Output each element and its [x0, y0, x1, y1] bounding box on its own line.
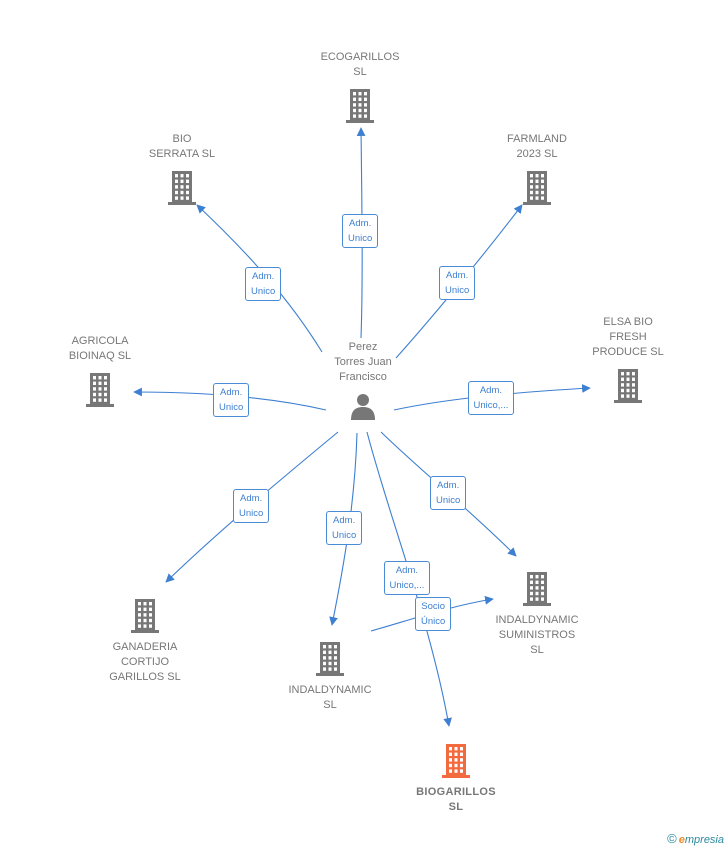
edge-role-label[interactable]: Socio Único	[415, 597, 452, 631]
company-name: AGRICOLA BIOINAQ SL	[68, 335, 132, 362]
building-icon	[131, 599, 159, 633]
edge-role-label[interactable]: Adm. Unico	[430, 476, 467, 510]
edge-role-label[interactable]: Adm. Unico,...	[383, 561, 431, 595]
company-node-farmland[interactable]: FARMLAND 2023 SL	[482, 132, 592, 212]
building-icon	[316, 642, 344, 676]
building-icon	[523, 572, 551, 606]
edge-role-label[interactable]: Adm. Unico	[213, 383, 250, 417]
edge-role-label[interactable]: Adm. Unico,...	[467, 381, 515, 415]
edge-role-label[interactable]: Adm. Unico	[326, 511, 363, 545]
company-node-ganaderia[interactable]: GANADERIA CORTIJO GARILLOS SL	[90, 590, 200, 685]
company-node-ecogarillos[interactable]: ECOGARILLOS SL	[305, 50, 415, 130]
building-icon	[442, 744, 470, 778]
building-icon	[523, 171, 551, 205]
company-name: BIO SERRATA SL	[148, 133, 216, 160]
company-node-indaldynamic-sum[interactable]: INDALDYNAMIC SUMINISTROS SL	[482, 563, 592, 658]
company-name: FARMLAND 2023 SL	[507, 133, 567, 160]
company-name: BIOGARILLOS SL	[416, 786, 496, 813]
edge-role-label[interactable]: Adm. Unico	[233, 489, 270, 523]
edge-role-label[interactable]: Adm. Unico	[439, 266, 476, 300]
company-name: INDALDYNAMIC SL	[288, 684, 372, 711]
brand-watermark: ©empresia	[667, 831, 724, 846]
building-icon	[346, 89, 374, 123]
company-name: GANADERIA CORTIJO GARILLOS SL	[109, 641, 181, 683]
person-name: Perez Torres Juan Francisco	[334, 341, 392, 383]
person-node[interactable]: Perez Torres Juan Francisco	[318, 340, 408, 421]
company-node-indaldynamic[interactable]: INDALDYNAMIC SL	[275, 633, 385, 713]
company-node-agricola[interactable]: AGRICOLA BIOINAQ SL	[45, 334, 155, 414]
building-icon	[86, 373, 114, 407]
company-node-elsa-bio[interactable]: ELSA BIO FRESH PRODUCE SL	[573, 315, 683, 410]
company-node-biogarillos[interactable]: BIOGARILLOS SL	[401, 735, 511, 815]
company-name: ELSA BIO FRESH PRODUCE SL	[592, 316, 664, 358]
edge-role-label[interactable]: Adm. Unico	[342, 214, 379, 248]
building-icon	[168, 171, 196, 205]
edge-role-label[interactable]: Adm. Unico	[245, 267, 282, 301]
company-name: ECOGARILLOS SL	[320, 51, 400, 78]
company-node-bio-serrata[interactable]: BIO SERRATA SL	[127, 132, 237, 212]
company-name: INDALDYNAMIC SUMINISTROS SL	[495, 614, 579, 656]
person-icon	[351, 394, 375, 420]
building-icon	[614, 369, 642, 403]
